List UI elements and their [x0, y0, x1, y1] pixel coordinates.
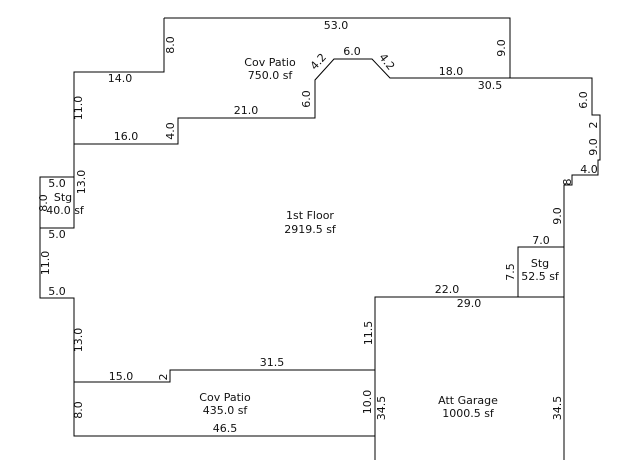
dim-5-stg-top: 5.0	[48, 177, 66, 190]
dim-22: 22.0	[435, 283, 460, 296]
room-area-att-garage: 1000.5 sf	[442, 407, 495, 420]
dim-34-5-right: 34.5	[551, 396, 564, 421]
room-area-first-floor: 2919.5 sf	[284, 223, 337, 236]
room-name-stg-left: Stg	[54, 191, 72, 204]
dim-30-5: 30.5	[478, 79, 503, 92]
dim-14: 14.0	[108, 72, 133, 85]
dim-9-top: 9.0	[495, 39, 508, 57]
dim-7-5: 7.5	[504, 263, 517, 281]
dim-8-top: 8.0	[164, 36, 177, 54]
dim-53: 53.0	[324, 19, 349, 32]
dim-8-small: 8	[561, 179, 574, 186]
dim-10: 10.0	[361, 390, 374, 415]
dim-7: 7.0	[532, 234, 550, 247]
dim-6-mid: 6.0	[300, 90, 313, 108]
dim-21: 21.0	[234, 104, 259, 117]
dim-29: 29.0	[457, 297, 482, 310]
dim-13-stg: 13.0	[75, 170, 88, 195]
dim-15: 15.0	[109, 370, 134, 383]
dim-46-5: 46.5	[213, 422, 238, 435]
patio-inner-edge	[74, 58, 510, 145]
dim-4-right: 4.0	[580, 163, 598, 176]
dim-11-5: 11.5	[362, 321, 375, 346]
dim-11-left: 11.0	[72, 96, 85, 121]
dim-8-bottom: 8.0	[72, 401, 85, 419]
main-outline	[39, 17, 601, 383]
room-name-att-garage: Att Garage	[438, 394, 498, 407]
dim-5-lower: 5.0	[48, 285, 66, 298]
dim-6-right: 6.0	[577, 91, 590, 109]
room-name-first-floor: 1st Floor	[286, 209, 334, 222]
dim-8-stg: 8.0	[37, 194, 50, 212]
dim-34-5-left: 34.5	[375, 396, 388, 421]
dim-5-stg-bottom: 5.0	[48, 228, 66, 241]
room-area-stg-right: 52.5 sf	[521, 270, 560, 283]
room-name-cov-patio-top: Cov Patio	[244, 56, 296, 69]
dim-9-right: 9.0	[587, 138, 600, 156]
dim-6-top: 6.0	[343, 45, 361, 58]
dim-2-bottom: 2	[157, 374, 170, 381]
dim-13-lower: 13.0	[72, 328, 85, 353]
room-area-cov-patio-top: 750.0 sf	[248, 69, 294, 82]
dim-11-lower: 11.0	[39, 251, 52, 276]
dim-4-2-left: 4.2	[308, 51, 329, 73]
stg-left-box	[39, 176, 74, 228]
stg-right-box	[517, 246, 564, 297]
dim-18: 18.0	[439, 65, 464, 78]
bottom-patio-outline	[73, 370, 376, 437]
dim-16: 16.0	[114, 130, 139, 143]
dim-4-2-right: 4.2	[376, 51, 397, 73]
dim-2-right: 2	[587, 122, 600, 129]
dim-4-left: 4.0	[164, 122, 177, 140]
room-name-stg-right: Stg	[531, 257, 549, 270]
room-area-cov-patio-bottom: 435.0 sf	[203, 404, 249, 417]
dim-9-lower: 9.0	[551, 207, 564, 225]
room-area-stg-left: 40.0 sf	[46, 204, 85, 217]
dim-31-5: 31.5	[260, 356, 285, 369]
room-name-cov-patio-bottom: Cov Patio	[199, 391, 251, 404]
